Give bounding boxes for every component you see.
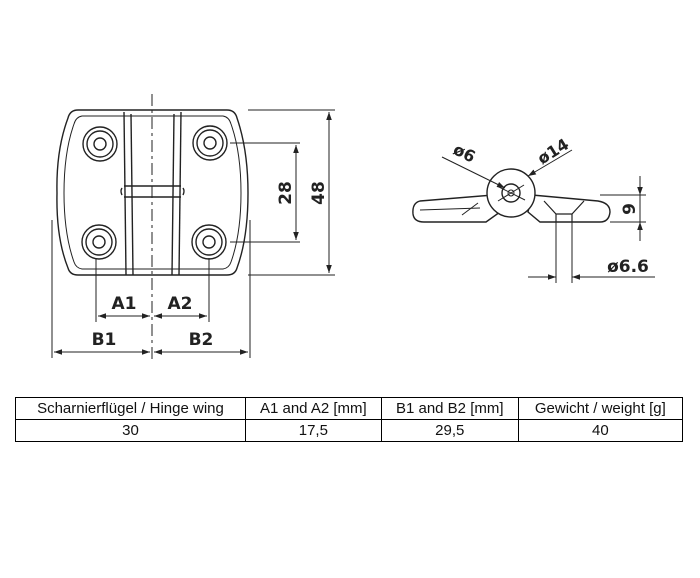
table-row: 30 17,5 29,5 40	[15, 419, 684, 442]
label-b2: B2	[189, 330, 214, 350]
header-weight: Gewicht / weight [g]	[517, 397, 684, 420]
side-view-dimensions	[441, 149, 655, 283]
screw-hole-bottom-right	[191, 224, 227, 260]
cell-weight: 40	[517, 419, 684, 442]
label-dia-14: ø14	[534, 134, 572, 168]
label-a2: A2	[168, 294, 193, 314]
header-a1-a2: A1 and A2 [mm]	[244, 397, 382, 420]
front-view-dimensions	[51, 109, 335, 358]
hinge-front-view	[56, 94, 249, 360]
label-dim-28: 28	[276, 181, 296, 205]
label-b1: B1	[92, 330, 117, 350]
cell-a1-a2: 17,5	[244, 419, 382, 442]
screw-hole-bottom-left	[81, 224, 117, 260]
header-b1-b2: B1 and B2 [mm]	[380, 397, 519, 420]
spec-table: Scharnierflügel / Hinge wing A1 and A2 […	[15, 397, 684, 442]
hinge-plate-inner-outline	[63, 115, 242, 270]
hinge-side-view	[412, 168, 611, 223]
label-dia-6: ø6	[450, 140, 478, 167]
hinge-technical-drawing: 28 48 A1 A2 B1 B2	[51, 94, 655, 360]
screw-hole-top-left	[82, 126, 118, 162]
header-hinge-wing: Scharnierflügel / Hinge wing	[15, 397, 246, 420]
spec-table-header-row: Scharnierflügel / Hinge wing A1 and A2 […	[15, 397, 684, 420]
screw-hole-top-right	[192, 125, 228, 161]
label-a1: A1	[112, 294, 137, 314]
hinge-plate-outline	[56, 109, 249, 276]
label-dim-48: 48	[309, 181, 329, 205]
label-dia-6-6: ø6.6	[607, 257, 649, 277]
cell-hinge-wing: 30	[15, 419, 246, 442]
cell-b1-b2: 29,5	[380, 419, 519, 442]
label-dim-9: 9	[620, 203, 640, 215]
